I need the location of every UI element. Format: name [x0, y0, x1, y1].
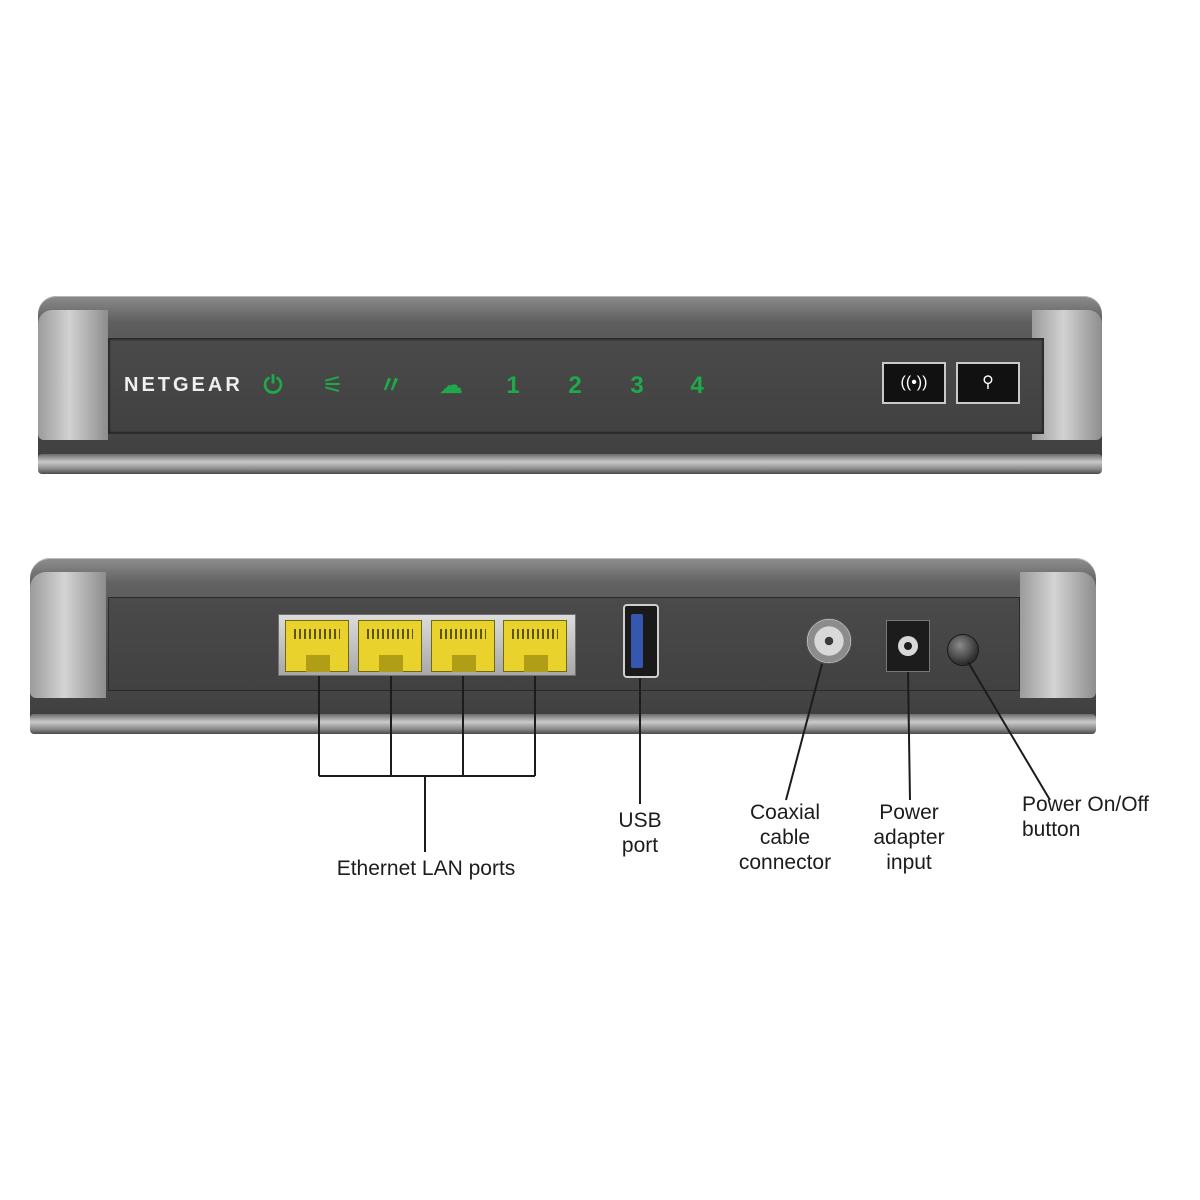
ethernet-port-1[interactable] — [285, 620, 349, 672]
wireless-led-icon: ☁ — [439, 372, 463, 399]
usb-port-label: USB port — [618, 809, 662, 857]
power-button-label: Power On/Off button — [1022, 793, 1149, 841]
power-on-off-button[interactable] — [947, 634, 979, 666]
lan-1-led: 1 — [506, 372, 520, 399]
wps-button[interactable]: ⚲ — [956, 362, 1020, 404]
coaxial-connector[interactable] — [806, 618, 852, 664]
brand-logo: NETGEAR — [124, 374, 243, 396]
ethernet-port-2[interactable] — [358, 620, 422, 672]
coax-leader — [785, 663, 823, 801]
power-adapter-input[interactable] — [886, 620, 930, 672]
router-front-base — [38, 454, 1102, 474]
power-input-leader — [907, 671, 911, 801]
ethernet-lan-ports-label: Ethernet LAN ports — [336, 857, 516, 880]
power-button-leader — [967, 661, 1051, 801]
lan-2-led: 2 — [568, 372, 582, 399]
ethernet-port-3[interactable] — [431, 620, 495, 672]
lan-4-led: 4 — [690, 372, 704, 399]
wps-icon: ⚲ — [982, 374, 994, 391]
lan-3-led: 3 — [630, 372, 644, 399]
cable-led-icon: ⚟ — [322, 372, 344, 399]
internet-led-icon: 〃 — [379, 372, 403, 399]
router-back-base — [30, 714, 1096, 734]
wifi-button[interactable]: ((•)) — [882, 362, 946, 404]
power-led-icon: ⏻ — [263, 372, 283, 399]
ethernet-port-4[interactable] — [503, 620, 567, 672]
usb-port[interactable] — [623, 604, 659, 678]
power-adapter-label: Power adapter input — [873, 801, 945, 874]
wifi-icon: ((•)) — [900, 374, 928, 391]
coaxial-connector-label: Coaxial cable connector — [738, 801, 832, 874]
